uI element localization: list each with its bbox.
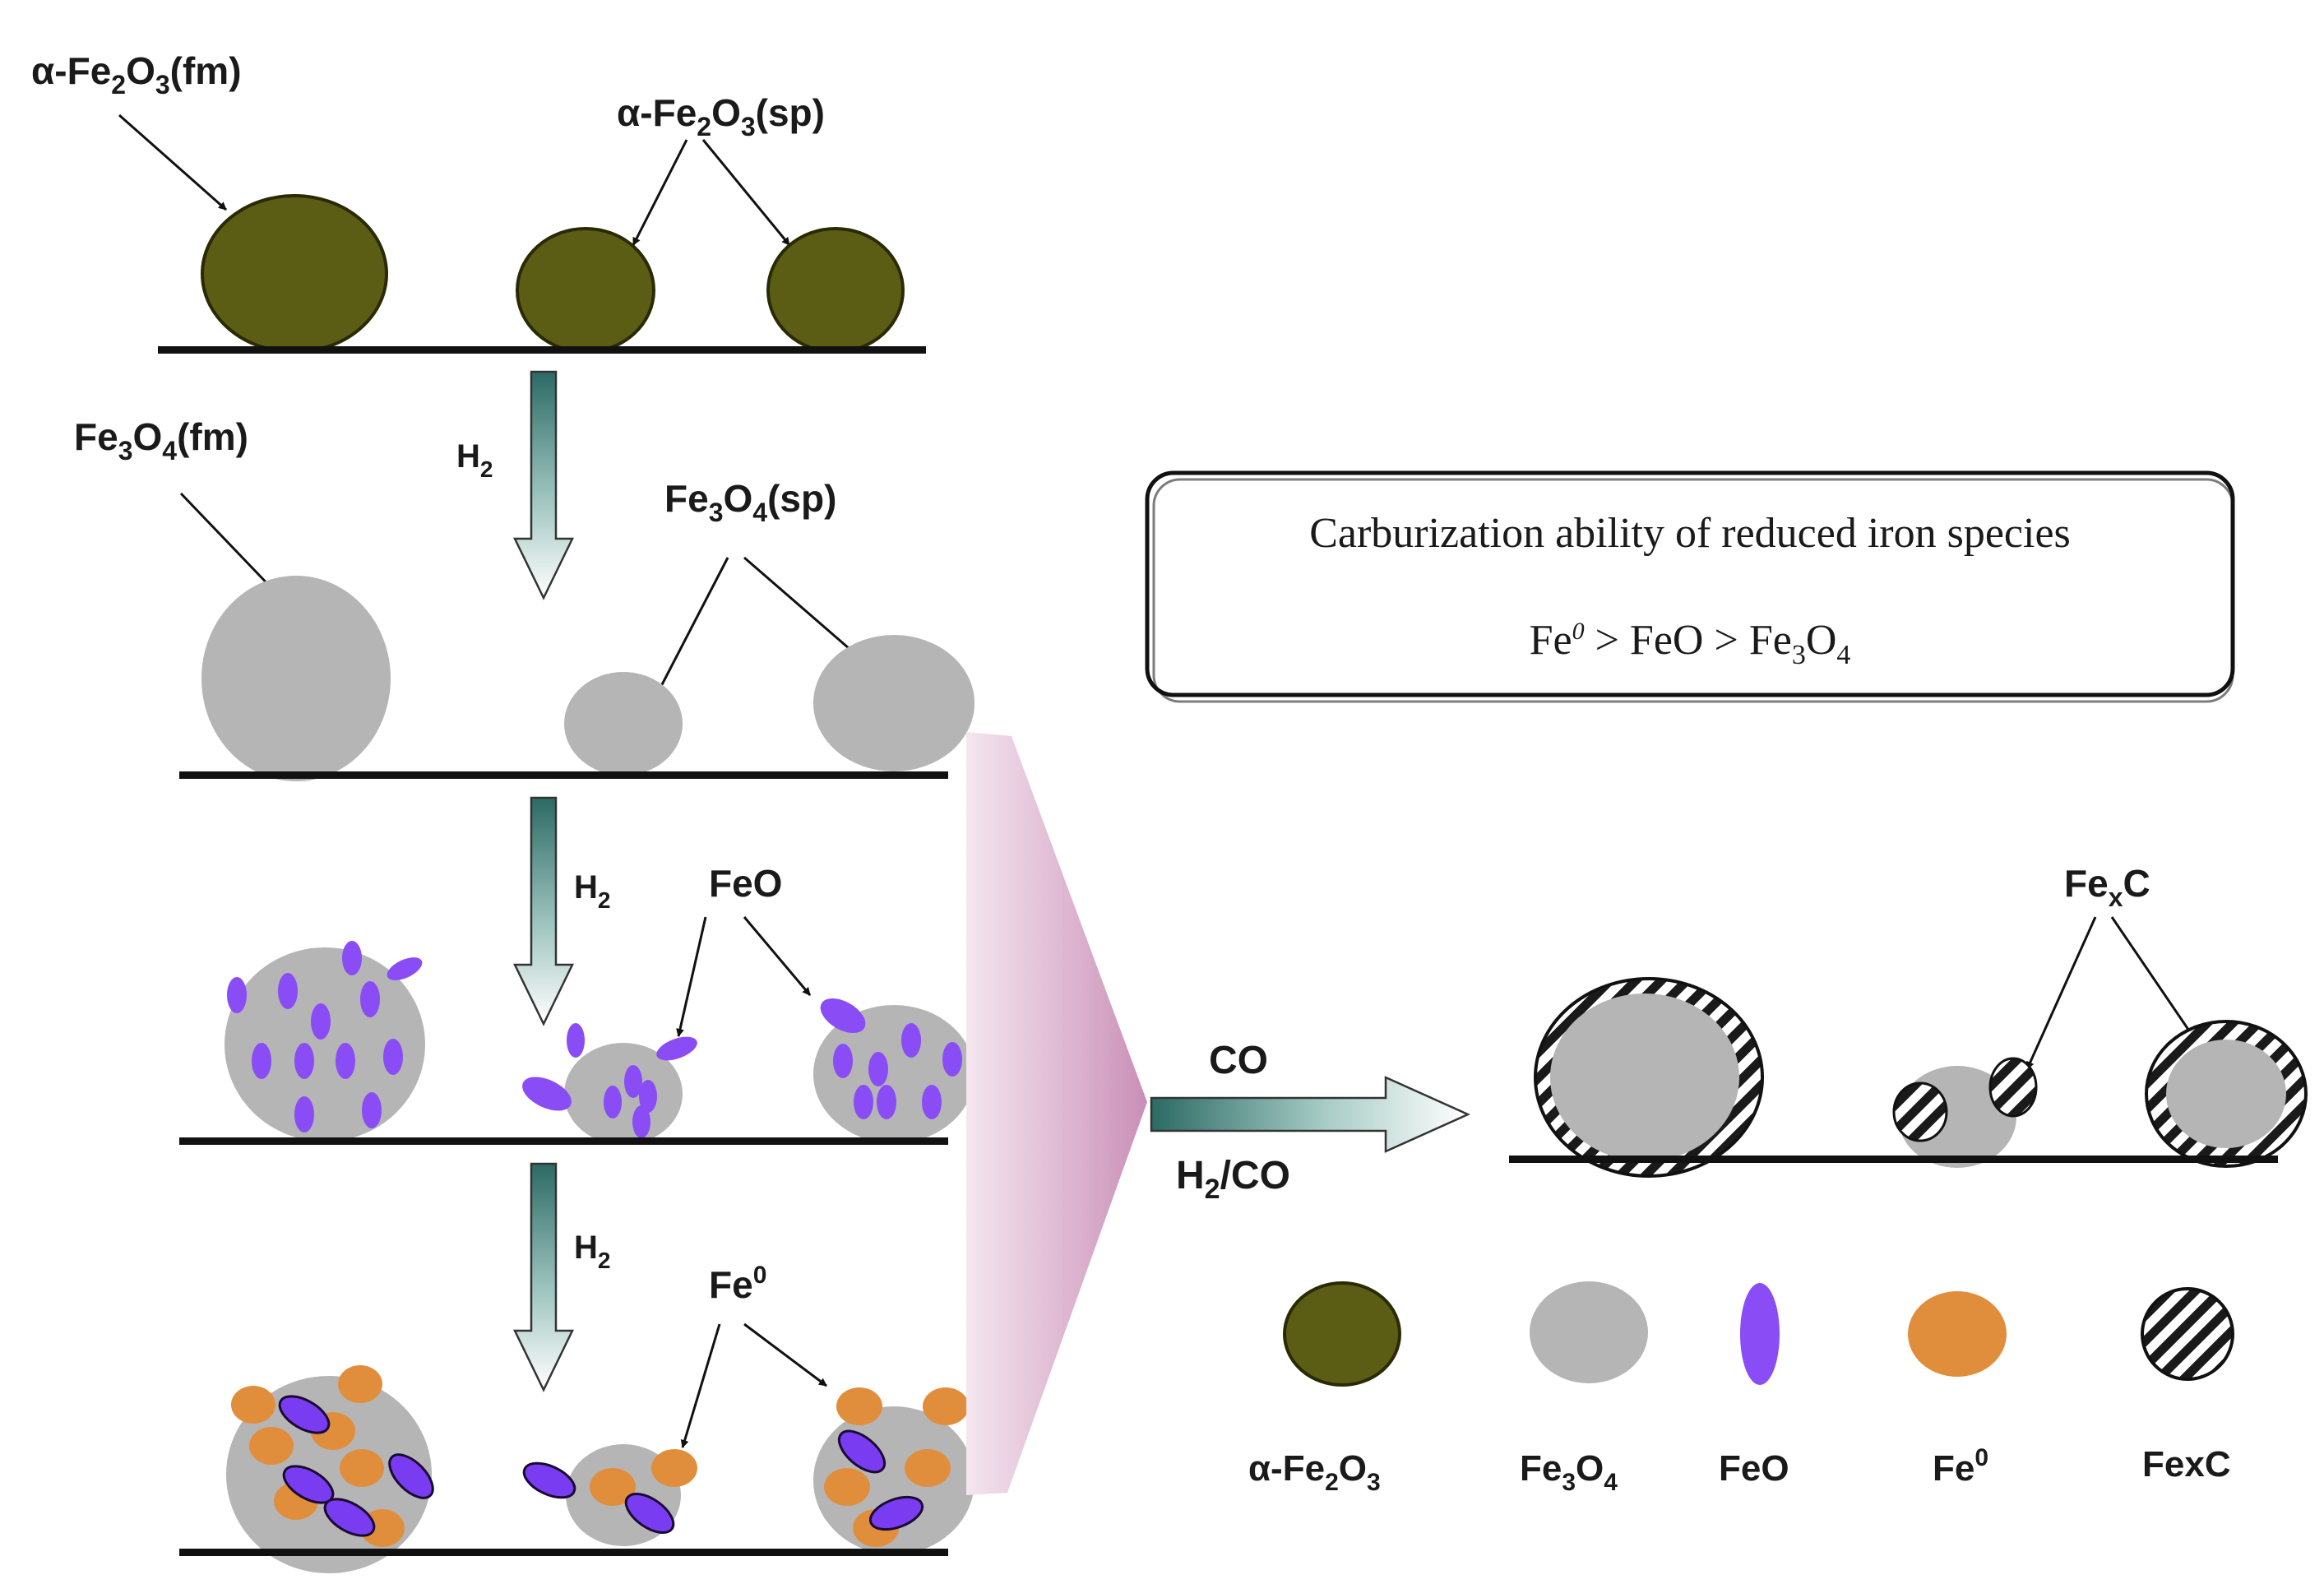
sp-magnetite-core [2166, 1040, 2286, 1148]
pointer-arrow [2110, 916, 2197, 1041]
legend-label: Fe3O4 [1520, 1448, 1618, 1496]
sp-magnetite-particle [564, 672, 683, 776]
funnel-convergence [966, 732, 1147, 1495]
legend-item-fexc: FexC [2141, 1287, 2234, 1484]
co-label: CO [1209, 1039, 1268, 1082]
fm-magnetite-core [1550, 993, 1739, 1161]
pointer-arrow [743, 556, 856, 655]
legend-swatch [1283, 1281, 1401, 1387]
h2-label: H2 [456, 438, 493, 482]
h2-label: H2 [574, 869, 610, 913]
support-line [179, 1137, 948, 1145]
stage-4-iron: Fe0 [179, 1262, 975, 1573]
pointer-arrow [743, 916, 812, 996]
support-line [158, 346, 926, 354]
fe0-label: Fe0 [709, 1262, 766, 1306]
feo-label: FeO [709, 862, 782, 905]
legend: α-Fe2O3 Fe3O4 FeO Fe0 FexC [1248, 1281, 2234, 1496]
sp-hematite-particle [766, 227, 905, 354]
stage-3-wustite: FeO [179, 862, 975, 1145]
stage-2-magnetite: Fe3O4(fm) Fe3O4(sp) [74, 415, 975, 781]
legend-label: Fe0 [1933, 1444, 1988, 1489]
pointer-arrow [2025, 916, 2097, 1070]
support-line [179, 1549, 948, 1556]
pointer-arrow [656, 557, 729, 693]
h2-label: H2 [574, 1230, 610, 1273]
pointer-arrow [676, 916, 707, 1037]
fm-magnetite-label: Fe3O4(fm) [74, 415, 248, 465]
reduction-arrow-3: H2 [513, 1162, 610, 1392]
pointer-arrow [701, 139, 791, 246]
legend-swatch [1908, 1291, 2007, 1377]
sp-magnetite-label: Fe3O4(sp) [664, 477, 836, 527]
fm-hematite-particle [201, 194, 388, 354]
reduction-arrow-1: H2 [456, 370, 574, 600]
pointer-arrow [743, 1322, 827, 1387]
sp-fexc-crystal [1892, 1081, 1948, 1142]
pointer-arrow [179, 492, 277, 594]
sp-fexc-crystal [1988, 1057, 2038, 1118]
legend-swatch [1740, 1283, 1780, 1385]
fm-magnetite-particle [201, 576, 391, 781]
sp-hematite-particle [516, 227, 655, 354]
support-line [1509, 1156, 2278, 1163]
fexc-label: FexC [2064, 862, 2150, 912]
pointer-arrow [632, 139, 688, 246]
legend-item-fe0: Fe0 [1908, 1291, 2007, 1489]
legend-label: FeO [1719, 1448, 1789, 1489]
carburization-arrow: CO H2/CO [1150, 1039, 1471, 1205]
legend-swatch [1530, 1281, 1648, 1383]
legend-swatch [2141, 1287, 2234, 1381]
legend-item-feo: FeO [1719, 1283, 1789, 1489]
sp-hematite-label: α-Fe2O3(sp) [617, 91, 825, 141]
stage-1-hematite: α-Fe2O3(fm) α-Fe2O3(sp) [31, 49, 926, 354]
feo-crystals [227, 941, 962, 1138]
sp-particle [564, 1043, 683, 1145]
support-line [179, 771, 948, 779]
legend-item-fe3o4: Fe3O4 [1520, 1281, 1648, 1496]
feo-crystals [278, 1395, 924, 1537]
fm-hematite-label: α-Fe2O3(fm) [31, 49, 242, 100]
pointer-arrow [680, 1323, 721, 1448]
h2-co-label: H2/CO [1176, 1154, 1290, 1205]
carburized-particles: FexC [1509, 862, 2308, 1178]
legend-item-alpha-fe2o3: α-Fe2O3 [1248, 1281, 1401, 1496]
info-box-title: Carburization ability of reduced iron sp… [1309, 510, 2071, 557]
carburization-order: Fe0 > FeO > Fe3O4 [1530, 617, 1851, 670]
info-box: Carburization ability of reduced iron sp… [1145, 470, 2235, 703]
legend-label: FexC [2142, 1444, 2231, 1484]
sp-magnetite-particle [813, 635, 975, 771]
reduction-arrow-2: H2 [513, 796, 610, 1026]
pointer-arrow [118, 113, 227, 211]
legend-label: α-Fe2O3 [1248, 1448, 1381, 1496]
